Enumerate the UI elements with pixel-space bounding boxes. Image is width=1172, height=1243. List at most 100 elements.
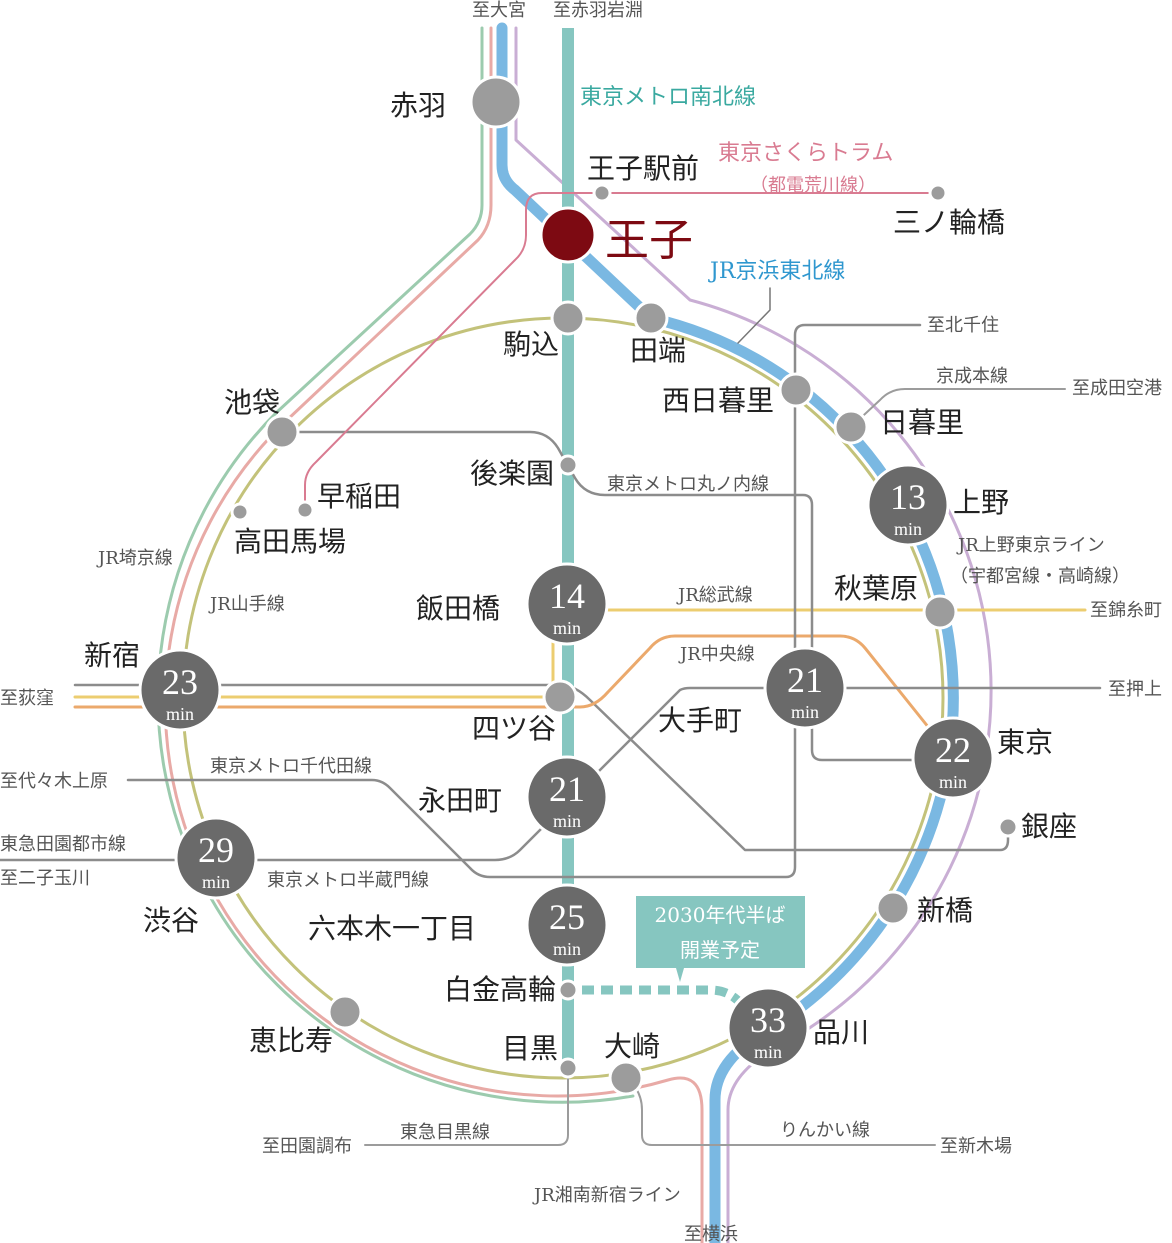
time-value: 29 xyxy=(198,830,234,870)
label-marunouchi-line: 東京メトロ丸ノ内線 xyxy=(607,474,769,495)
station-yotsuya[interactable] xyxy=(542,679,578,715)
station-ikebukuro[interactable] xyxy=(264,414,300,450)
label-komagome: 駒込 xyxy=(503,328,559,361)
time-value: 21 xyxy=(549,769,585,809)
note-line1: 2030年代半ば xyxy=(655,903,786,927)
direction-futako: 至二子玉川 xyxy=(0,868,90,889)
label-ikebukuro: 池袋 xyxy=(224,386,280,419)
label-namboku-line: 東京メトロ南北線 xyxy=(580,85,756,110)
time-unit: min xyxy=(894,519,922,539)
label-akabane: 赤羽 xyxy=(390,89,446,122)
station-minowabashi[interactable] xyxy=(928,183,948,203)
label-minowabashi: 三ノ輪橋 xyxy=(893,206,1005,239)
station-shirokane[interactable] xyxy=(557,979,579,1001)
station-waseda[interactable] xyxy=(295,500,315,520)
direction-yokohama: 至横浜 xyxy=(684,1224,738,1243)
label-toden-sub: （都電荒川線） xyxy=(750,175,876,196)
label-korakuen: 後楽園 xyxy=(470,457,554,490)
station-tabata[interactable] xyxy=(633,300,669,336)
hanzomon-line xyxy=(0,686,1102,862)
label-shinjuku: 新宿 xyxy=(84,639,140,672)
direction-yoyogi-uehara: 至代々木上原 xyxy=(0,771,108,792)
label-shinagawa: 品川 xyxy=(813,1016,869,1049)
keisei-line xyxy=(850,388,1066,428)
direction-shinkiba: 至新木場 xyxy=(940,1136,1012,1157)
station-akihabara[interactable] xyxy=(922,594,958,630)
label-ebisu: 恵比寿 xyxy=(249,1024,333,1057)
label-tabata: 田端 xyxy=(630,334,686,367)
keihin-leader xyxy=(737,287,771,344)
label-waseda: 早稲田 xyxy=(317,480,401,513)
station-komagome[interactable] xyxy=(550,300,586,336)
station-oji[interactable] xyxy=(539,206,597,264)
time-value: 22 xyxy=(935,730,971,770)
label-oji: 王子 xyxy=(605,215,693,266)
saikyo-line xyxy=(156,26,635,1104)
label-rinkai-line: りんかい線 xyxy=(780,1120,870,1141)
label-shonan-line: JR湘南新宿ライン xyxy=(532,1185,681,1206)
label-saikyo-line: JR埼京線 xyxy=(96,548,173,569)
station-akabane[interactable] xyxy=(469,75,523,129)
direction-denenchofu: 至田園調布 xyxy=(262,1136,352,1157)
station-ginza[interactable] xyxy=(997,816,1019,838)
station-takadanobaba[interactable] xyxy=(230,502,250,522)
label-shinbashi: 新橋 xyxy=(917,894,973,927)
time-value: 13 xyxy=(890,477,926,517)
time-value: 33 xyxy=(750,1000,786,1040)
station-meguro[interactable] xyxy=(557,1057,579,1079)
station-ebisu[interactable] xyxy=(327,994,363,1030)
time-value: 21 xyxy=(787,660,823,700)
toden-arakawa-line xyxy=(304,192,939,511)
time-value: 23 xyxy=(162,662,198,702)
tokyu-meguro-line xyxy=(364,1067,569,1146)
label-nagatacho: 永田町 xyxy=(418,784,502,817)
label-chuo-line: JR中央線 xyxy=(678,644,755,665)
label-otemachi: 大手町 xyxy=(658,704,742,737)
label-ueno-tokyo-sub: （宇都宮線・高崎線） xyxy=(950,566,1130,587)
label-osaki: 大崎 xyxy=(604,1030,660,1063)
time-unit: min xyxy=(939,772,967,792)
chuo-line xyxy=(73,634,955,760)
planned-opening-callout: 2030年代半ば 開業予定 xyxy=(636,896,805,982)
label-keisei-line: 京成本線 xyxy=(936,366,1008,387)
direction-oshiage: 至押上 xyxy=(1108,679,1162,700)
direction-kitasenju: 至北千住 xyxy=(927,315,999,336)
label-yamanote-line: JR山手線 xyxy=(208,594,285,615)
direction-akabane-iwabuchi: 至赤羽岩淵 xyxy=(553,0,643,21)
direction-ogikubo: 至荻窪 xyxy=(0,688,54,709)
label-keihin-line: JR京浜東北線 xyxy=(708,259,845,284)
station-korakuen[interactable] xyxy=(557,454,579,476)
time-unit: min xyxy=(553,618,581,638)
time-unit: min xyxy=(202,872,230,892)
label-yotsuya: 四ツ谷 xyxy=(472,712,556,745)
station-shinbashi[interactable] xyxy=(875,890,911,926)
shirokane-extension-planned xyxy=(582,985,746,1008)
label-denentoshi-line: 東急田園都市線 xyxy=(0,834,126,855)
station-nippori[interactable] xyxy=(833,409,869,445)
label-ginza: 銀座 xyxy=(1021,810,1077,843)
label-iidabashi: 飯田橋 xyxy=(416,592,500,625)
time-value: 14 xyxy=(549,576,585,616)
label-oji-ekimae: 王子駅前 xyxy=(587,152,699,185)
label-meguro: 目黒 xyxy=(502,1032,558,1065)
station-oji-ekimae[interactable] xyxy=(592,183,612,203)
label-nippori: 日暮里 xyxy=(880,406,964,439)
time-unit: min xyxy=(166,704,194,724)
direction-omiya: 至大宮 xyxy=(472,0,526,21)
station-osaki[interactable] xyxy=(608,1060,644,1096)
label-ueno: 上野 xyxy=(953,486,1009,519)
label-roppongi: 六本木一丁目 xyxy=(308,912,476,945)
label-nishinippori: 西日暮里 xyxy=(662,384,774,417)
note-line2: 開業予定 xyxy=(680,938,760,962)
station-nishinippori[interactable] xyxy=(778,372,814,408)
